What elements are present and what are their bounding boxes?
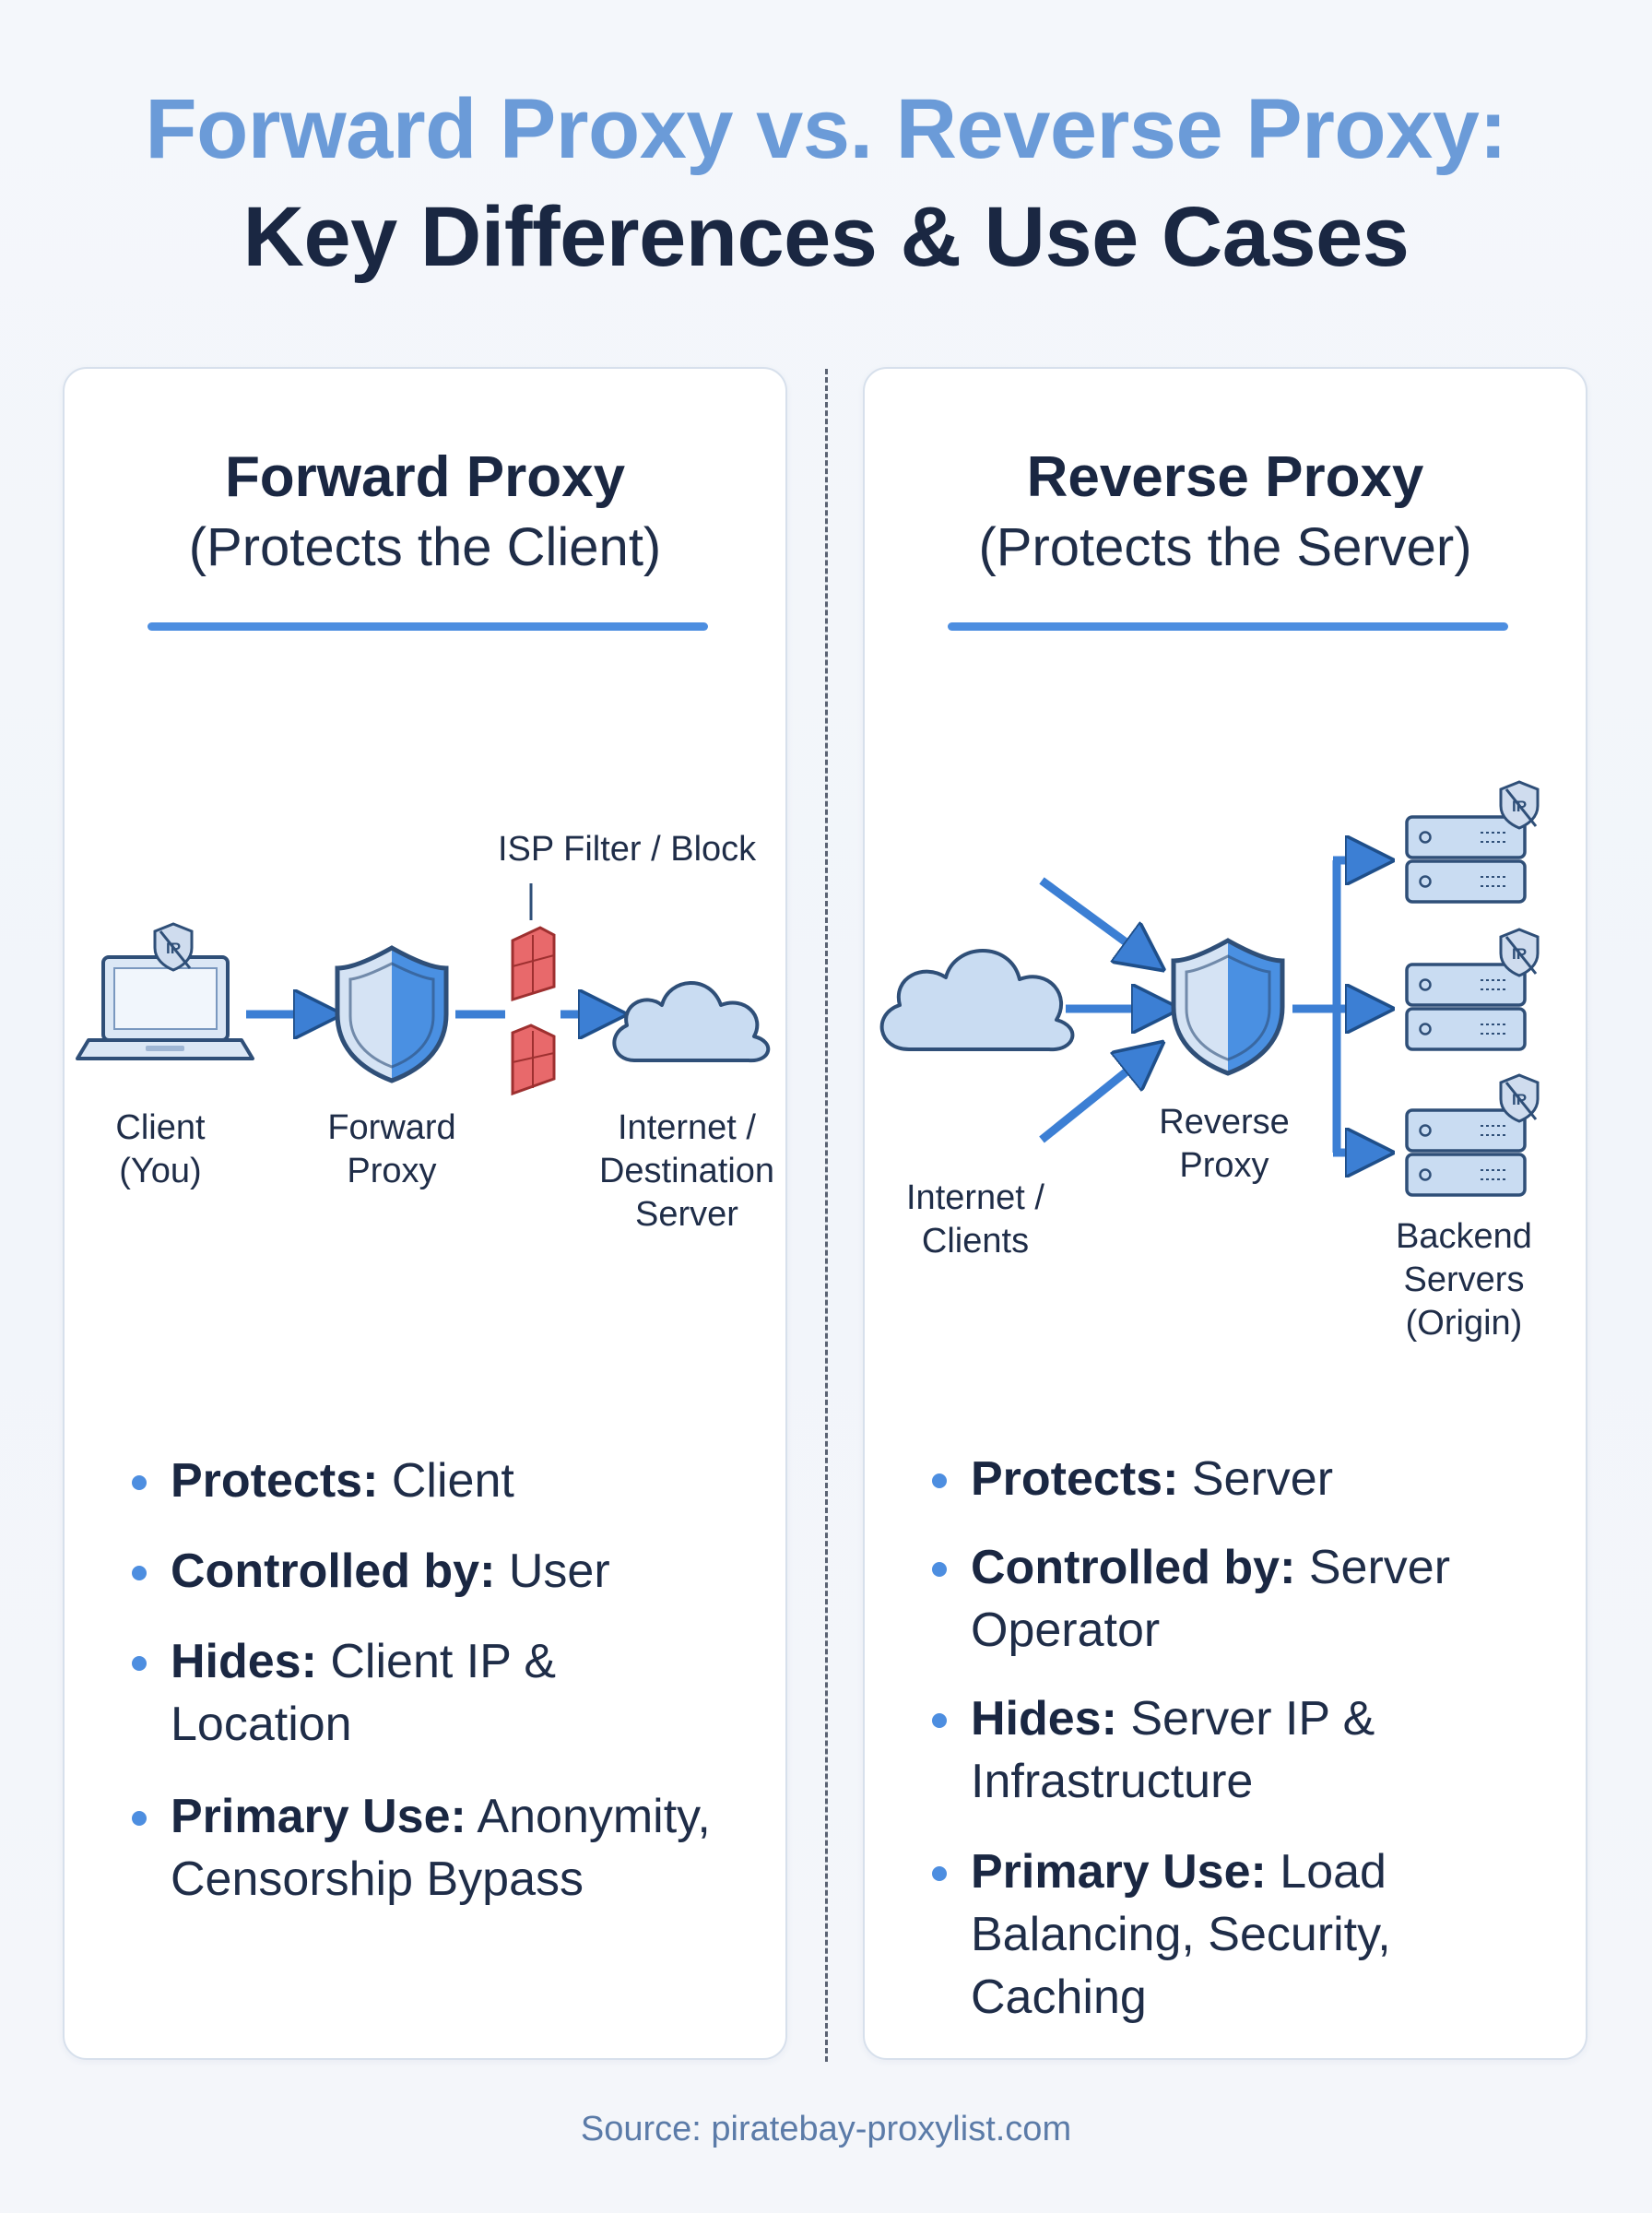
server-icon — [1405, 1108, 1527, 1197]
forward-title-rule — [148, 622, 708, 631]
ip-hidden-icon: IP — [153, 922, 194, 972]
reverse-proxy-title: Reverse Proxy — [1026, 445, 1424, 509]
reverse-proxy-label: Reverse Proxy — [1159, 1103, 1290, 1185]
backend-servers-label: Backend Servers (Origin) — [1396, 1217, 1532, 1343]
laptop-icon — [76, 955, 254, 1060]
client-label: Client (You) — [115, 1108, 206, 1190]
reverse-bullet-protects: Protects: Server — [932, 1448, 1561, 1510]
forward-proxy-diagram: IP — [76, 883, 771, 1096]
forward-proxy-title: Forward Proxy — [224, 445, 626, 509]
reverse-title-rule — [948, 622, 1508, 631]
bullet-dot — [132, 1811, 147, 1826]
reverse-proxy-diagram: IP — [879, 780, 1540, 1197]
cloud-icon — [879, 949, 1075, 1052]
bullet-dot — [132, 1475, 147, 1490]
arrow-out-tree — [1292, 860, 1370, 1153]
forward-proxy-label: Forward Proxy — [327, 1108, 456, 1190]
isp-filter-label: ISP Filter / Block — [498, 830, 757, 869]
center-divider — [825, 369, 828, 2062]
cloud-icon — [612, 981, 771, 1063]
clients-label: Internet / Clients — [906, 1178, 1044, 1260]
ip-hidden-icon — [1499, 928, 1540, 977]
forward-proxy-subtitle: (Protects the Client) — [188, 517, 662, 577]
ip-hidden-icon — [1499, 780, 1540, 830]
forward-bullet-controlled: Controlled by: User — [132, 1540, 761, 1603]
bullet-dot — [132, 1656, 147, 1671]
shield-icon — [1171, 938, 1285, 1076]
reverse-proxy-panel: Reverse Proxy (Protects the Server) — [863, 367, 1587, 2060]
reverse-bullet-primary-use: Primary Use: Load Balancing, Security, C… — [932, 1840, 1469, 2029]
title-line-1: Forward Proxy vs. Reverse Proxy: — [145, 82, 1507, 176]
bullet-dot — [932, 1713, 947, 1728]
forward-proxy-panel: Forward Proxy (Protects the Client) IP — [63, 367, 787, 2060]
bullet-dot — [932, 1473, 947, 1488]
forward-bullet-primary-use: Primary Use: Anonymity, Censorship Bypas… — [132, 1785, 761, 1911]
bullet-dot — [132, 1566, 147, 1580]
forward-bullet-protects: Protects: Client — [132, 1450, 761, 1512]
reverse-proxy-subtitle: (Protects the Server) — [978, 517, 1472, 577]
server-icon — [1405, 815, 1527, 904]
title-line-2: Key Differences & Use Cases — [242, 190, 1410, 284]
reverse-bullet-hides: Hides: Server IP & Infrastructure — [932, 1687, 1432, 1813]
forward-bullet-hides: Hides: Client IP & Location — [132, 1630, 604, 1756]
bullet-dot — [932, 1866, 947, 1881]
server-icon — [1405, 963, 1527, 1051]
bullet-dot — [932, 1562, 947, 1577]
brick-wall-icon — [511, 926, 556, 1096]
arrow-in-top — [1039, 877, 1145, 956]
reverse-bullet-controlled: Controlled by: Server Operator — [932, 1536, 1515, 1662]
destination-label: Internet / Destination Server — [598, 1108, 775, 1234]
source-credit: Source: piratebay-proxylist.com — [580, 2110, 1072, 2148]
arrow-in-bottom — [1039, 1057, 1145, 1143]
ip-hidden-icon — [1499, 1073, 1540, 1123]
shield-icon — [335, 945, 449, 1083]
